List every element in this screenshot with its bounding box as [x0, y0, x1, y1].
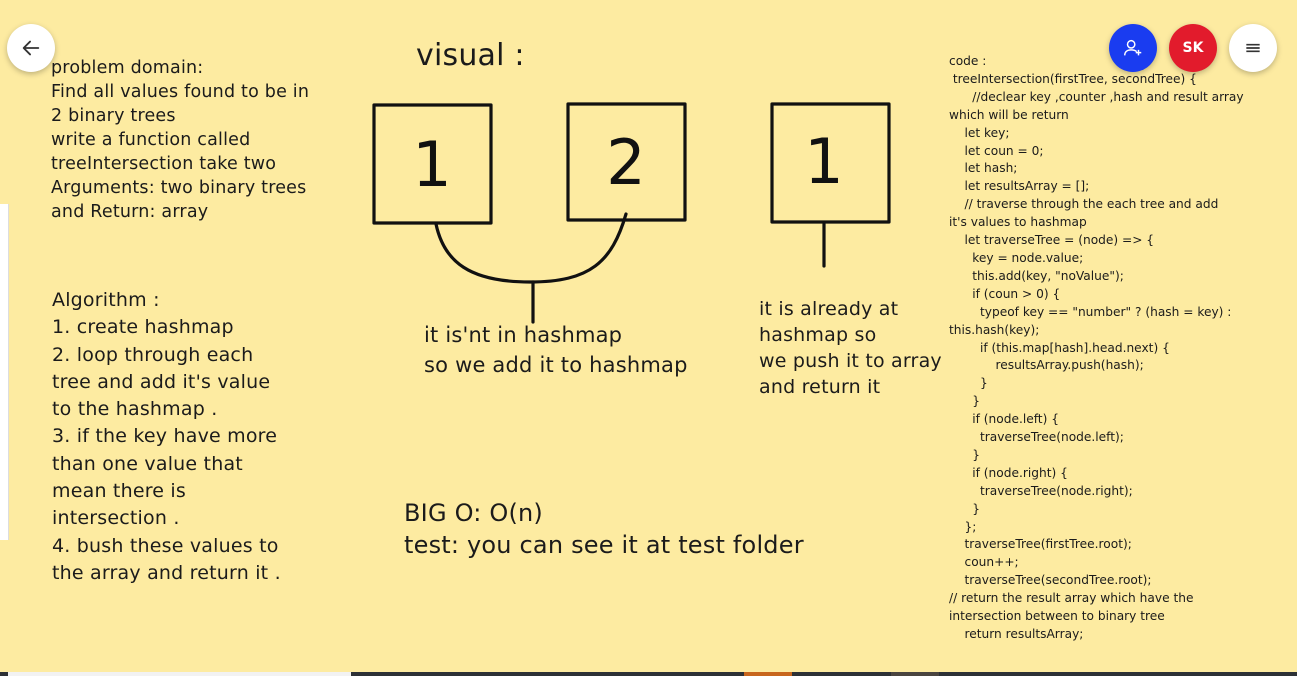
algorithm-line: intersection .: [52, 507, 180, 530]
code-line: if (coun > 0) {: [949, 286, 1061, 301]
algorithm-line: 4. bush these values to: [52, 534, 279, 557]
code-line: }: [949, 394, 980, 409]
note-line: hashmap so: [759, 324, 877, 346]
avatar-initials: SK: [1182, 40, 1204, 56]
code-line: }: [949, 501, 980, 516]
code-line: let resultsArray = [];: [949, 179, 1090, 194]
code-line: treeIntersection(firstTree, secondTree) …: [949, 71, 1197, 86]
code-line: return resultsArray;: [949, 627, 1084, 641]
connector-curve: [434, 212, 628, 284]
problem-line: 2 binary trees: [51, 106, 176, 126]
note-line: it is already at: [759, 298, 899, 320]
code-line: traverseTree(node.right);: [949, 483, 1133, 498]
bottom-bar-segment: [744, 672, 792, 676]
code-line: if (node.right) {: [949, 465, 1068, 480]
code-line: code :: [949, 54, 987, 68]
code-line: this.hash(key);: [949, 322, 1040, 337]
menu-icon: [1246, 43, 1260, 53]
back-arrow-icon: [22, 40, 40, 56]
algorithm-line: 2. loop through each: [52, 343, 254, 366]
complexity-text: BIG O: O(n) test: you can see it at test…: [404, 497, 804, 561]
big-o-line: BIG O: O(n): [404, 499, 543, 527]
back-button[interactable]: [7, 24, 55, 72]
note-line: we push it to array: [759, 350, 942, 372]
problem-line: problem domain:: [51, 58, 204, 78]
note-already-in-hashmap: it is already at hashmap so we push it t…: [759, 296, 942, 400]
code-line: key = node.value;: [949, 250, 1084, 265]
code-line: // return the result array which have th…: [949, 591, 1194, 606]
algorithm-text: Algorithm : 1. create hashmap 2. loop th…: [52, 287, 332, 587]
algorithm-line: 3. if the key have more: [52, 425, 278, 448]
code-line: let hash;: [949, 161, 1018, 176]
tree-box-1-value: 1: [412, 128, 451, 201]
test-line: test: you can see it at test folder: [404, 531, 804, 559]
code-line: let key;: [949, 125, 1010, 140]
note-not-in-hashmap: it is'nt in hashmap so we add it to hash…: [424, 320, 688, 380]
problem-line: treeIntersection take two: [51, 154, 277, 174]
menu-button[interactable]: [1229, 24, 1277, 72]
code-line: traverseTree(firstTree.root);: [949, 537, 1132, 552]
bottom-bar: [0, 672, 1297, 676]
note-line: so we add it to hashmap: [424, 353, 688, 377]
problem-domain-text: problem domain: Find all values found to…: [51, 56, 341, 224]
code-line: traverseTree(secondTree.root);: [949, 573, 1152, 588]
code-line: traverseTree(node.left);: [949, 430, 1124, 445]
code-line: this.add(key, "noValue");: [949, 268, 1124, 283]
code-line: //declear key ,counter ,hash and result …: [949, 89, 1244, 104]
code-block: code : treeIntersection(firstTree, secon…: [949, 53, 1285, 644]
algorithm-line: the array and return it .: [52, 561, 281, 584]
problem-line: write a function called: [51, 130, 251, 150]
code-line: which will be return: [949, 107, 1069, 122]
bottom-bar-segment: [8, 672, 351, 676]
algorithm-line: tree and add it's value: [52, 370, 271, 393]
code-line: coun++;: [949, 555, 1019, 570]
code-line: intersection between to binary tree: [949, 609, 1165, 624]
code-line: resultsArray.push(hash);: [949, 358, 1144, 373]
bottom-bar-segment: [891, 672, 939, 676]
visual-title: visual :: [416, 38, 525, 73]
note-line: and return it: [759, 376, 881, 398]
code-line: let coun = 0;: [949, 143, 1044, 158]
tree-box-3-value: 1: [804, 125, 843, 198]
code-line: if (this.map[hash].head.next) {: [949, 340, 1170, 355]
algorithm-line: 1. create hashmap: [52, 316, 234, 339]
tree-box-3: [770, 102, 891, 224]
algorithm-line: Algorithm :: [52, 289, 160, 311]
code-line: typeof key == "number" ? (hash = key) :: [949, 304, 1232, 319]
code-line: if (node.left) {: [949, 412, 1059, 427]
code-line: };: [949, 519, 977, 534]
problem-line: Arguments: two binary trees: [51, 178, 307, 198]
code-line: // traverse through the each tree and ad…: [949, 197, 1219, 212]
add-user-icon: [1124, 39, 1142, 56]
code-line: }: [949, 447, 980, 462]
tree-box-2-value: 2: [606, 126, 645, 199]
code-line: let traverseTree = (node) => {: [949, 233, 1155, 248]
tree-box-1: [372, 103, 493, 225]
tree-box-2: [566, 102, 687, 222]
algorithm-line: mean there is: [52, 480, 187, 503]
add-user-button[interactable]: [1109, 24, 1157, 72]
problem-line: and Return: array: [51, 202, 209, 222]
problem-line: Find all values found to be in: [51, 82, 310, 102]
algorithm-line: than one value that: [52, 452, 243, 475]
user-avatar[interactable]: SK: [1169, 24, 1217, 72]
note-line: it is'nt in hashmap: [424, 323, 623, 347]
left-panel-edge: [0, 204, 9, 540]
code-line: }: [949, 376, 988, 391]
algorithm-line: to the hashmap .: [52, 398, 218, 421]
code-line: it's values to hashmap: [949, 215, 1087, 230]
